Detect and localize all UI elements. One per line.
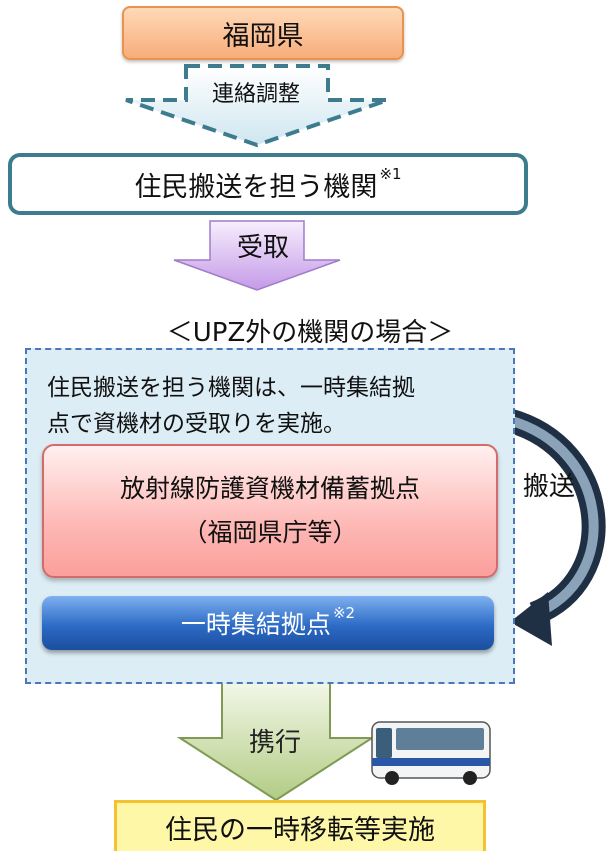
upz-description: 住民搬送を担う機関は、一時集結拠 点で資機材の受取りを実施。 xyxy=(47,370,497,442)
agency-note: ※1 xyxy=(379,165,402,183)
upz-section-title: ＜UPZ外の機関の場合＞ xyxy=(166,317,454,348)
coordination-arrow xyxy=(125,64,389,148)
bus-icon xyxy=(371,721,491,785)
agency-box: 住民搬送を担う機関※1 xyxy=(8,153,528,215)
temporary-assembly-site-label: 一時集結拠点 xyxy=(180,610,331,639)
receive-label: 受取 xyxy=(236,232,289,263)
stockpile-name: 放射線防護資機材備蓄拠点 xyxy=(119,474,420,503)
carry-label: 携行 xyxy=(248,727,301,758)
evacuation-label: 住民の一時移転等実施 xyxy=(165,814,435,846)
stockpile-location: （福岡県庁等） xyxy=(182,518,358,547)
stockpile-box: 放射線防護資機材備蓄拠点 （福岡県庁等） xyxy=(42,444,498,578)
prefecture-box: 福岡県 xyxy=(122,6,404,60)
prefecture-label: 福岡県 xyxy=(222,20,304,52)
temporary-assembly-site-box: 一時集結拠点 ※2 xyxy=(42,596,494,650)
receive-arrow xyxy=(173,220,341,291)
carry-arrow xyxy=(176,679,376,802)
temporary-assembly-site-note: ※2 xyxy=(332,604,356,622)
transport-label: 搬送 xyxy=(523,471,576,502)
transport-curved-arrow xyxy=(504,408,606,646)
evacuation-box: 住民の一時移転等実施 xyxy=(114,800,486,851)
coordination-label: 連絡調整 xyxy=(211,82,300,107)
upz-description-line2: 点で資機材の受取りを実施。 xyxy=(47,411,346,437)
agency-label: 住民搬送を担う機関 xyxy=(134,171,378,203)
upz-description-line1: 住民搬送を担う機関は、一時集結拠 xyxy=(47,375,415,401)
